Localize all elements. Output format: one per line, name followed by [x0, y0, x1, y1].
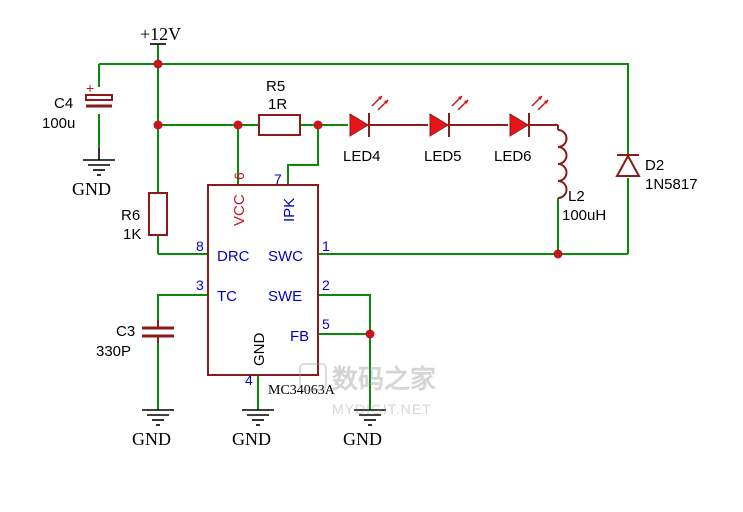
supply-symbol: +12V — [140, 24, 181, 45]
junctions — [153, 59, 563, 339]
c4-ref: C4 — [54, 95, 73, 112]
pin-swe-name: SWE — [268, 288, 302, 305]
junction-dot — [553, 249, 563, 259]
pin-tc-num: 3 — [196, 277, 204, 293]
pin-fb-num: 5 — [322, 316, 330, 332]
watermark-url: MYDIGIT.NET — [332, 401, 432, 417]
junction-dot — [153, 59, 163, 69]
gnd-label: GND — [343, 429, 382, 449]
led-5: LED5 — [424, 95, 469, 165]
led6-ref: LED6 — [494, 148, 532, 165]
led5-ref: LED5 — [424, 148, 462, 165]
supply-label: +12V — [140, 24, 181, 44]
gnd-symbol-ic: GND — [232, 409, 274, 449]
capacitor-c3: C3 330P — [96, 320, 174, 360]
pin-gnd-num: 4 — [245, 372, 253, 388]
pin-gnd-name: GND — [251, 333, 268, 367]
c3-ref: C3 — [116, 323, 135, 340]
r5-value: 1R — [268, 96, 287, 113]
c4-value: 100u — [42, 115, 75, 132]
watermark-logo-icon — [299, 363, 327, 391]
led-chain — [370, 124, 559, 130]
led-4: LED4 — [343, 95, 389, 165]
d2-ref: D2 — [645, 157, 664, 174]
pin-ipk-name: IPK — [281, 198, 298, 222]
pin-drc-name: DRC — [217, 248, 250, 265]
pin-swe-num: 2 — [322, 277, 330, 293]
c3-value: 330P — [96, 343, 131, 360]
watermark-title: 数码之家 — [332, 364, 436, 394]
led4-ref: LED4 — [343, 148, 381, 165]
capacitor-c4: + C4 100u — [42, 80, 113, 132]
pin-ipk-num: 7 — [274, 171, 282, 187]
junction-dot — [153, 120, 163, 130]
diode-d2: D2 1N5817 — [615, 153, 698, 193]
resistor-r6: R6 1K — [121, 192, 168, 243]
gnd-symbol-c4: GND — [72, 148, 115, 199]
gnd-label: GND — [132, 429, 171, 449]
pin-swc-name: SWC — [268, 248, 303, 265]
pin-vcc-num: 6 — [231, 172, 247, 180]
r5-ref: R5 — [266, 78, 285, 95]
junction-dot — [365, 329, 375, 339]
watermark: 数码之家 MYDIGIT.NET — [299, 363, 436, 417]
pin-drc-num: 8 — [196, 238, 204, 254]
gnd-symbol-fb: GND — [343, 409, 386, 449]
pin-swc-num: 1 — [322, 238, 330, 254]
gnd-symbol-c3: GND — [132, 409, 174, 449]
l2-value: 100uH — [562, 207, 606, 224]
r6-value: 1K — [123, 226, 141, 243]
ic-part-label: MC34063A — [268, 383, 336, 398]
pin-fb-name: FB — [290, 328, 309, 345]
pin-tc-name: TC — [217, 288, 237, 305]
ic-mc34063a: 6 VCC 7 IPK 8 DRC 3 TC 1 SWC 2 SWE 5 FB … — [196, 171, 336, 398]
d2-value: 1N5817 — [645, 176, 698, 193]
r6-ref: R6 — [121, 207, 140, 224]
led-6: LED6 — [494, 95, 549, 165]
resistor-r5: R5 1R — [258, 78, 301, 136]
l2-ref: L2 — [568, 188, 585, 205]
junction-dot — [233, 120, 243, 130]
inductor-l2: L2 100uH — [557, 129, 606, 224]
polarity-plus-icon: + — [86, 80, 94, 96]
junction-dot — [313, 120, 323, 130]
gnd-label: GND — [72, 179, 111, 199]
pin-vcc-name: VCC — [231, 194, 248, 226]
wires — [98, 44, 629, 410]
gnd-label: GND — [232, 429, 271, 449]
